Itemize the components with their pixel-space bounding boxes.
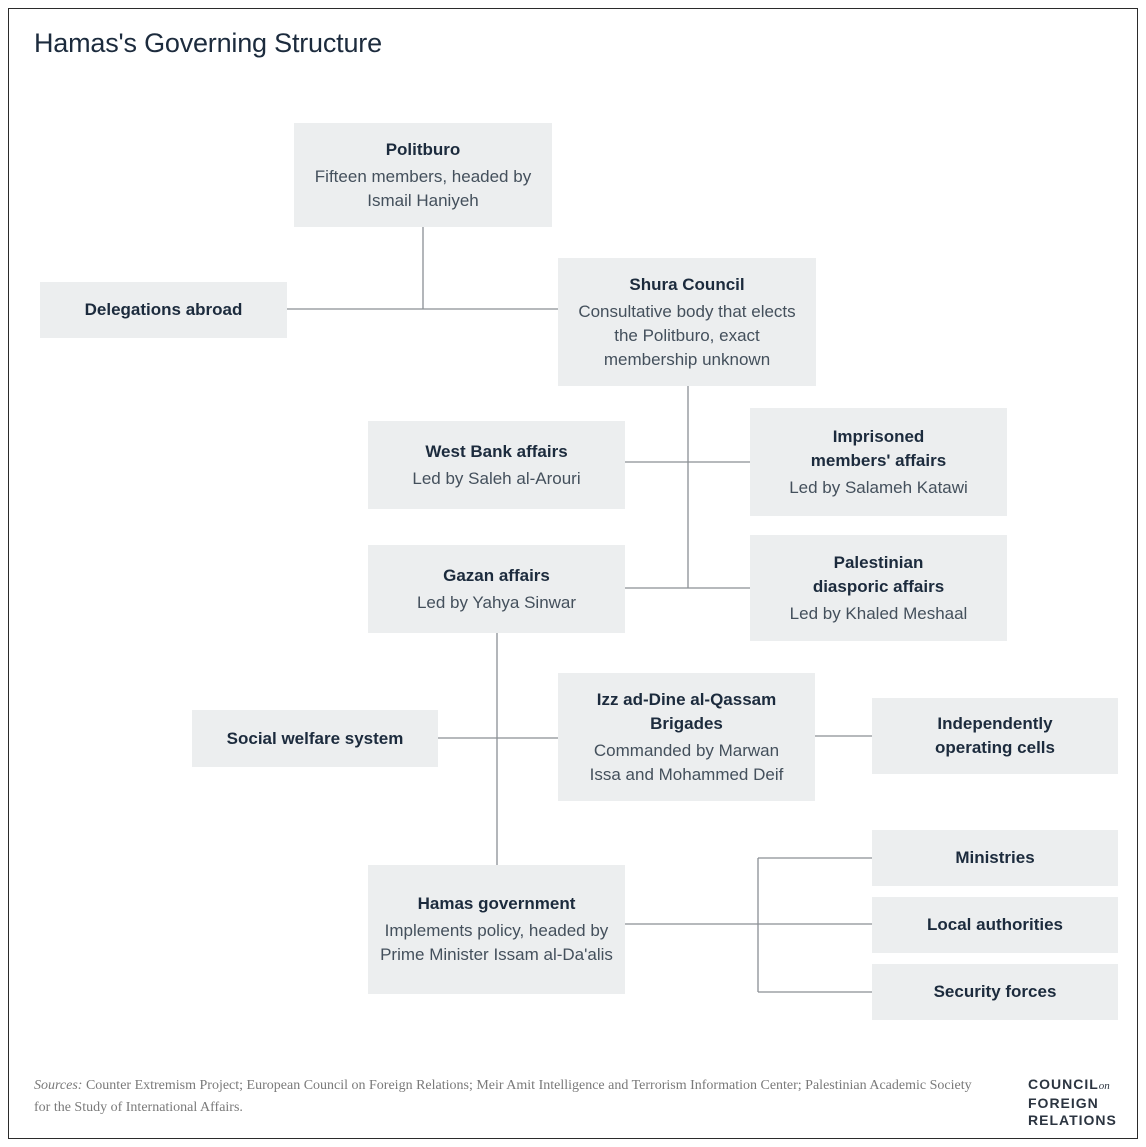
diagram-title: Hamas's Governing Structure [34,28,382,58]
sources-text: Counter Extremism Project; European Coun… [34,1078,972,1115]
node-palestinian-diasporic-affairs-name: Palestinian diasporic affairs [812,552,945,596]
node-palestinian-diasporic-affairs-desc: Led by Khaled Meshaal [789,603,968,623]
node-hamas-government-desc: Implements policy, headed by Prime Minis… [380,921,613,964]
node-independently-operating-cells: Independently operating cells [872,698,1118,774]
node-imprisoned-members-affairs-desc: Led by Salameh Katawi [789,477,968,497]
node-west-bank-affairs: West Bank affairs Led by Saleh al-Arouri [368,421,625,509]
logo-line2: FOREIGN [1028,1095,1099,1111]
node-local-authorities-name: Local authorities [926,915,1064,934]
logo-line1: COUNCIL [1028,1076,1099,1092]
node-local-authorities: Local authorities [872,897,1118,953]
node-social-welfare-system: Social welfare system [192,710,438,767]
node-shura-council: Shura Council Consultative body that ele… [558,258,816,386]
logo-line3: RELATIONS [1028,1112,1117,1128]
node-hamas-government: Hamas government Implements policy, head… [368,865,625,994]
sources-note: Sources: Counter Extremism Project; Euro… [34,1075,984,1119]
node-qassam-brigades-desc: Commanded by Marwan Issa and Mohammed De… [589,740,784,784]
node-west-bank-affairs-desc: Led by Saleh al-Arouri [412,468,581,488]
node-ministries-name: Ministries [955,848,1035,867]
node-shura-council-name: Shura Council [629,274,745,294]
node-politburo-name: Politburo [385,139,461,159]
logo-on: on [1098,1080,1110,1092]
node-delegations-abroad: Delegations abroad [40,282,287,338]
node-ministries: Ministries [872,830,1118,886]
node-hamas-government-name: Hamas government [417,894,576,913]
node-imprisoned-members-affairs-name: Imprisoned members' affairs [810,426,947,470]
node-imprisoned-members-affairs: Imprisoned members' affairs Led by Salam… [750,408,1007,516]
node-security-forces: Security forces [872,964,1118,1020]
node-gazan-affairs-name: Gazan affairs [443,565,550,585]
node-gazan-affairs: Gazan affairs Led by Yahya Sinwar [368,545,625,633]
node-social-welfare-system-name: Social welfare system [226,728,404,748]
node-palestinian-diasporic-affairs: Palestinian diasporic affairs Led by Kha… [750,535,1007,641]
cfr-logo: COUNCILon FOREIGN RELATIONS [1028,1076,1117,1129]
node-shura-council-desc: Consultative body that elects the Politb… [578,301,796,369]
node-qassam-brigades: Izz ad-Dine al-Qassam Brigades Commanded… [558,673,815,801]
node-security-forces-name: Security forces [933,982,1057,1001]
node-west-bank-affairs-name: West Bank affairs [425,441,568,461]
node-politburo-desc: Fifteen members, headed by Ismail Haniye… [314,166,532,210]
sources-label: Sources: [34,1078,83,1093]
diagram-frame [8,8,1138,1139]
node-independently-operating-cells-name: Independently operating cells [935,714,1055,757]
node-politburo: Politburo Fifteen members, headed by Ism… [294,123,552,227]
node-delegations-abroad-name: Delegations abroad [84,300,243,319]
node-qassam-brigades-name: Izz ad-Dine al-Qassam Brigades [596,689,777,733]
node-gazan-affairs-desc: Led by Yahya Sinwar [416,592,577,612]
